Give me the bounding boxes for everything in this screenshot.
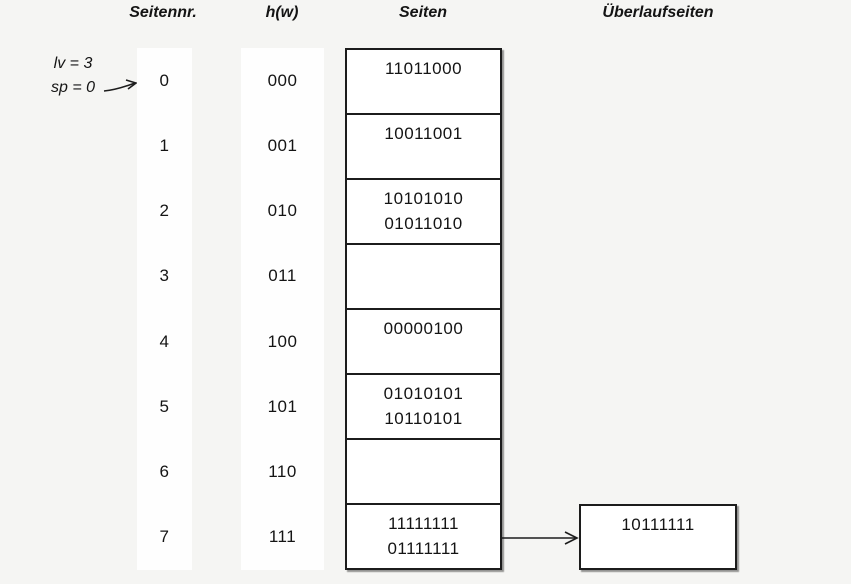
record-value: 01010101: [383, 384, 464, 403]
page-bucket-6: [347, 440, 500, 505]
page-bucket-7: 11111111 01111111: [347, 505, 500, 568]
page-number: 6: [159, 462, 170, 482]
page-number: 4: [159, 331, 170, 351]
page-bucket-4: 00000100: [347, 310, 500, 375]
page-bucket-0: 11011000: [347, 50, 500, 115]
hash-value: 001: [267, 135, 298, 155]
hash-value: 111: [268, 527, 297, 547]
page-number: 3: [159, 266, 170, 286]
hash-value-column: 000 001 010 011 100 101 110 111: [241, 48, 324, 570]
annotation-lv: lv = 3: [53, 55, 93, 72]
hash-value: 010: [267, 201, 298, 221]
hash-value: 110: [268, 462, 297, 482]
page-number: 5: [159, 396, 170, 416]
column-header-seiten: Seiten: [398, 4, 448, 21]
page-number: 2: [159, 201, 170, 221]
record-value: 10011001: [384, 124, 463, 143]
hash-value: 000: [267, 70, 298, 90]
page-bucket-3: [347, 245, 500, 310]
page-bucket-5: 01010101 10110101: [347, 375, 500, 440]
record-value: 01011010: [384, 214, 463, 233]
page-number: 1: [159, 135, 170, 155]
pointer-annotation: lv = 3 sp = 0: [36, 52, 110, 100]
record-value: 11011000: [384, 59, 463, 78]
column-header-ueberlaufseiten: Überlaufseiten: [602, 4, 714, 21]
record-value: 10101010: [383, 189, 464, 208]
page-number: 7: [159, 527, 170, 547]
split-pointer-arrow-icon: [103, 79, 138, 92]
hash-value: 100: [267, 331, 298, 351]
page-number: 0: [159, 70, 170, 90]
column-header-seitennr: Seitennr.: [129, 4, 197, 21]
hash-value: 011: [268, 266, 297, 286]
annotation-sp: sp = 0: [50, 79, 96, 96]
record-value: 10111111: [621, 515, 695, 534]
column-header-hw: h(w): [265, 4, 299, 21]
overflow-page-bucket: 10111111: [579, 504, 737, 570]
hash-value: 101: [267, 396, 298, 416]
record-value: 10110101: [384, 409, 463, 428]
pages-bucket-column: 11011000 10011001 10101010 01011010 0000…: [345, 48, 502, 570]
overflow-link-arrow-icon: [502, 531, 579, 545]
page-bucket-2: 10101010 01011010: [347, 180, 500, 245]
record-value: 11111111: [388, 514, 459, 533]
page-number-column: 0 1 2 3 4 5 6 7: [137, 48, 192, 570]
record-value: 00000100: [383, 319, 464, 338]
record-value: 01111111: [387, 539, 460, 558]
page-bucket-1: 10011001: [347, 115, 500, 180]
